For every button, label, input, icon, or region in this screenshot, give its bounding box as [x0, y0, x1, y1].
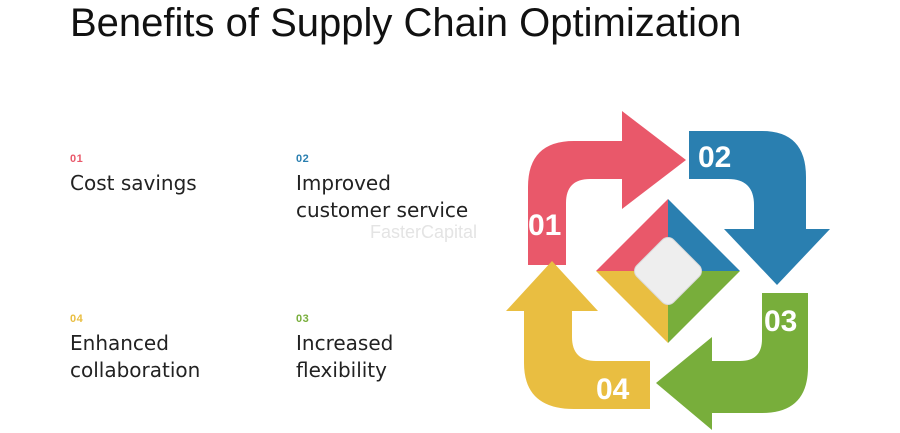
cycle-diagram: 01 02 03 04 — [500, 105, 835, 433]
center-diamond — [634, 237, 702, 305]
benefit-number-03: 03 — [296, 313, 310, 325]
cycle-number-02: 02 — [698, 141, 731, 174]
cycle-arrow-03 — [656, 293, 808, 430]
benefit-label-04: Enhanced collaboration — [70, 331, 201, 382]
cycle-diagram-svg: 01 02 03 04 — [506, 111, 830, 430]
benefit-item-01: 01 Cost savings — [70, 152, 270, 197]
cycle-arrow-04 — [506, 261, 650, 409]
benefit-label-01: Cost savings — [70, 171, 197, 195]
benefit-label-02: Improved customer service — [296, 171, 469, 222]
benefit-item-03: 03 Increased flexibility — [296, 312, 496, 384]
benefit-number-04: 04 — [70, 313, 84, 325]
benefit-label-03: Increased flexibility — [296, 331, 394, 382]
cycle-number-04: 04 — [596, 373, 630, 406]
cycle-arrow-02 — [689, 131, 830, 285]
page-title: Benefits of Supply Chain Optimization — [70, 1, 742, 45]
cycle-number-01: 01 — [528, 209, 561, 242]
benefit-item-04: 04 Enhanced collaboration — [70, 312, 270, 384]
benefit-item-02: 02 Improved customer service — [296, 152, 496, 224]
watermark-logo: FasterCapital — [370, 222, 478, 242]
benefit-number-02: 02 — [296, 153, 310, 165]
cycle-number-03: 03 — [764, 305, 797, 338]
cycle-arrow-01 — [528, 111, 686, 265]
benefit-number-01: 01 — [70, 153, 84, 165]
